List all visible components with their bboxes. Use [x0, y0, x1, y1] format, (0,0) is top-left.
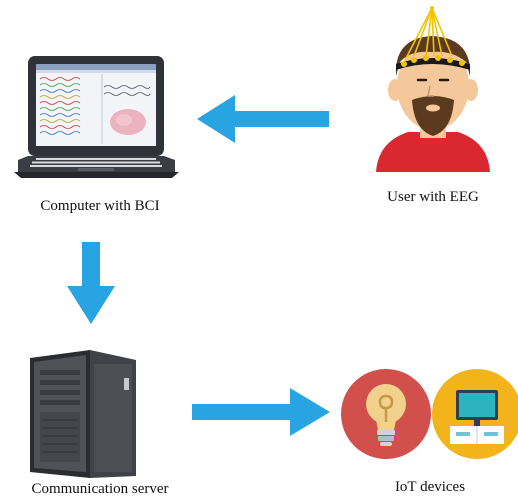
server-label: Communication server [31, 481, 169, 497]
computer-label: Computer with BCI [40, 198, 160, 214]
server-icon [30, 350, 136, 478]
arrow-server-to-iot [192, 388, 330, 436]
user-label: User with EEG [387, 189, 479, 205]
tv-stand-icon [432, 369, 518, 459]
arrow-computer-to-server [67, 242, 115, 324]
laptop-icon [14, 56, 179, 178]
arrow-user-to-computer [197, 95, 329, 143]
light-bulb-icon [341, 369, 431, 459]
user-eeg-icon [376, 6, 490, 172]
iot-label: IoT devices [394, 479, 466, 495]
